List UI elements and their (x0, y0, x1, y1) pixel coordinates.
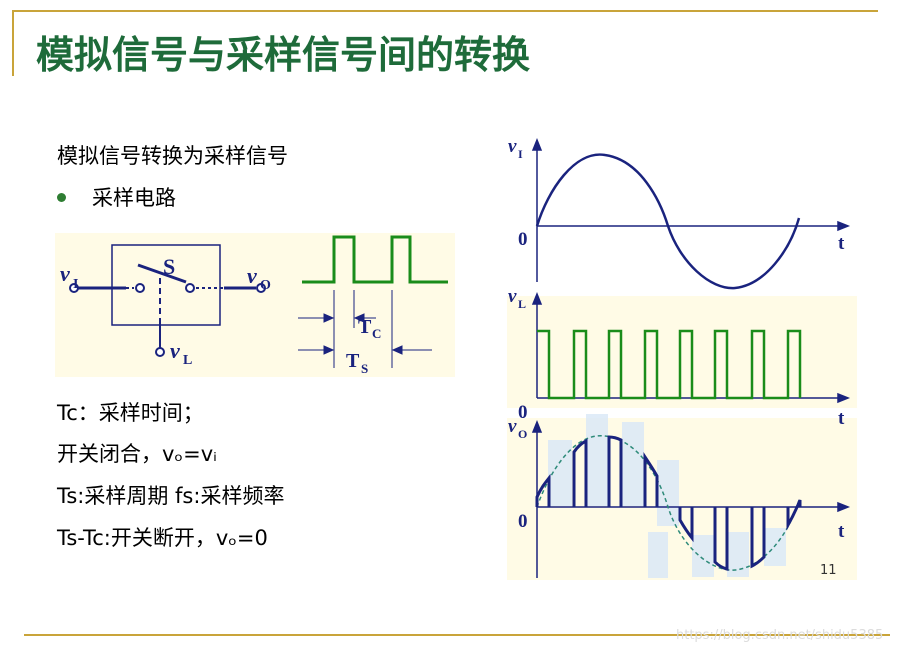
sampling-circuit (69, 244, 266, 357)
switch-open-note: Ts-Tc:开关断开，vₒ=0 (57, 526, 268, 550)
output-sampled-pulses (535, 435, 802, 571)
sampled-pulse (607, 435, 623, 507)
sampled-pulse (786, 499, 802, 531)
sampled-pulse (643, 452, 659, 507)
control-terminal (155, 347, 165, 357)
tc-arrowhead-right (353, 313, 365, 323)
tc-label: T (358, 316, 372, 338)
pulse-train (302, 235, 448, 284)
output-t-label: t (838, 521, 845, 542)
output-axis-label: v (508, 416, 517, 437)
control-axis-label: v (508, 286, 517, 307)
sampled-pulse (678, 507, 694, 543)
switch-contact-right (185, 283, 195, 293)
intro-line: 模拟信号转换为采样信号 (57, 144, 288, 168)
ts-arrowhead-right (391, 345, 403, 355)
ts-definition: Ts:采样周期 fs:采样频率 (57, 484, 285, 508)
output-zero: 0 (518, 511, 528, 532)
input-v-label: v (60, 261, 70, 286)
title-left-rule (12, 10, 14, 76)
control-v-sub: L (183, 353, 192, 368)
page-number: 11 (820, 563, 837, 578)
highlight-box (586, 414, 608, 506)
ts-sub: S (361, 361, 368, 376)
bullet-dot-icon (57, 193, 66, 202)
input-terminal (69, 283, 79, 293)
sampled-pulse (535, 473, 551, 507)
title-top-rule (12, 10, 878, 12)
output-y-arrow (531, 419, 543, 433)
watermark-text: https://blog.csdn.net/shidu5385 (676, 628, 884, 643)
circuit-panel (55, 233, 455, 377)
control-t-arrow (837, 392, 851, 404)
input-axis-sub: I (518, 147, 523, 161)
input-sine-curve (535, 153, 801, 290)
sampled-pulse (572, 438, 588, 507)
input-waveform-axes (531, 137, 851, 282)
switch-blade (137, 263, 187, 284)
highlight-box (727, 532, 749, 577)
switch-closed-note: 开关闭合，vₒ=vᵢ (57, 442, 217, 466)
input-t-arrow (837, 220, 851, 232)
sampled-pulse (713, 507, 729, 571)
bottom-rule (24, 634, 890, 636)
output-t-arrow (837, 501, 851, 513)
output-v-sub: O (260, 278, 271, 293)
tc-definition: Tc：采样时间； (57, 401, 204, 425)
output-v-label: v (247, 263, 257, 288)
highlight-box (548, 440, 572, 506)
control-pulse-train (537, 329, 802, 400)
input-t-label: t (838, 233, 845, 254)
switch-box (111, 244, 221, 326)
highlight-box (657, 460, 679, 526)
input-axis-label: v (508, 136, 517, 157)
switch-contact-left (135, 283, 145, 293)
input-zero: 0 (518, 229, 528, 250)
output-axis-sub: O (518, 427, 527, 441)
input-y-arrow (531, 137, 543, 151)
ts-label: T (346, 350, 360, 372)
highlight-box (648, 532, 668, 578)
control-y-arrow (531, 291, 543, 305)
sampled-pulse (750, 507, 766, 569)
switch-label: S (163, 254, 175, 279)
highlight-box (692, 535, 714, 577)
highlight-box (764, 528, 786, 566)
timing-markers (298, 290, 432, 368)
output-terminal (256, 283, 266, 293)
control-v-label: v (170, 338, 180, 363)
bullet-sampling-circuit: 采样电路 (92, 186, 176, 210)
control-t-label: t (838, 408, 845, 429)
control-wave-panel (507, 296, 857, 408)
tc-sub: C (372, 326, 381, 341)
page-title: 模拟信号与采样信号间的转换 (36, 32, 531, 77)
input-v-sub: I (73, 277, 78, 292)
ts-arrowhead-left (323, 345, 335, 355)
control-zero: 0 (518, 402, 528, 423)
output-highlight-boxes (548, 414, 786, 578)
title-bar: 模拟信号与采样信号间的转换 (12, 10, 878, 77)
highlight-box (622, 422, 644, 506)
tc-arrowhead-left (323, 313, 335, 323)
control-axis-sub: L (518, 297, 526, 311)
